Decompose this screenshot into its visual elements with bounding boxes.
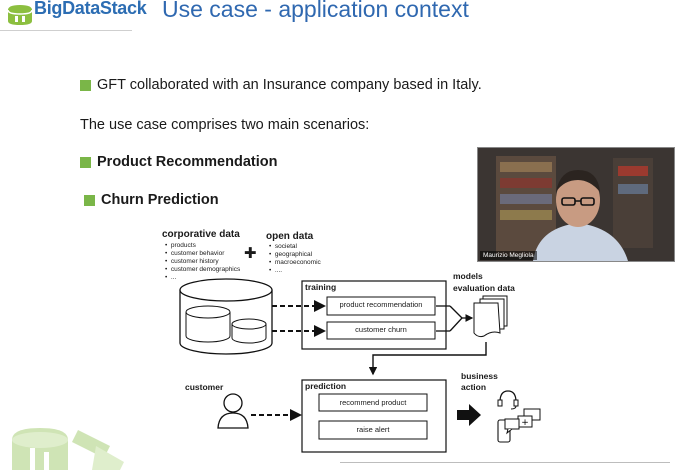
flow-line	[449, 317, 463, 332]
headset-icon	[497, 390, 519, 410]
customer-label: customer	[185, 382, 224, 392]
flow-arrow	[368, 342, 487, 376]
slide-title: Use case - application context	[162, 0, 469, 22]
intro-text: The use case comprises two main scenario…	[80, 117, 370, 133]
training-box-product-recommendation	[326, 296, 436, 316]
training-item-label: product recommendation	[339, 300, 423, 309]
customer-person-icon	[217, 393, 249, 429]
corporative-data-title: corporative data	[162, 229, 240, 240]
training-label: training	[305, 282, 337, 292]
business-label: business	[461, 371, 498, 381]
chat-bubbles-icon: +	[517, 408, 541, 428]
watermark-logo-icon	[12, 428, 124, 470]
participant-video-image	[478, 148, 674, 261]
scenario-2-text: Churn Prediction	[101, 192, 219, 208]
evaluation-data-label: evaluation data	[453, 283, 515, 293]
video-participant-tile[interactable]: Maurizio Megliola	[477, 147, 675, 262]
logo-text: BigDataStack	[34, 0, 147, 18]
svg-text:+: +	[521, 418, 529, 428]
bullet-marker	[80, 157, 91, 168]
plus-icon: ✚	[244, 245, 257, 262]
documents-stack-icon	[473, 295, 508, 338]
list-item: • societal	[269, 243, 297, 250]
training-box-customer-churn	[326, 321, 436, 340]
list-item: • macroeconomic	[269, 259, 321, 266]
list-item: • ....	[269, 267, 283, 274]
bullet-marker	[84, 195, 95, 206]
flow-line	[449, 305, 463, 319]
corporative-data-list: • products • customer behavior • custome…	[165, 242, 240, 282]
footer-divider	[340, 462, 670, 463]
prediction-container	[301, 379, 447, 453]
participant-name: Maurizio Megliola	[480, 251, 537, 260]
brand-logo: BigDataStack	[0, 0, 147, 31]
list-item: • products	[165, 242, 196, 249]
business-action-arrow-icon	[457, 404, 481, 426]
models-label: models	[453, 271, 483, 281]
prediction-box-recommend-product	[318, 393, 428, 412]
list-item: • customer history	[165, 258, 219, 265]
action-label: action	[461, 382, 487, 392]
bullet-marker	[80, 80, 91, 91]
logo-cylinder-icon	[7, 5, 33, 25]
list-item: • customer demographics	[165, 266, 241, 273]
scenario-1-text: Product Recommendation	[97, 154, 278, 170]
training-item-label: customer churn	[355, 325, 407, 334]
prediction-label: prediction	[305, 381, 347, 391]
database-cylinder-icon	[179, 278, 273, 355]
mobile-phone-icon	[497, 418, 520, 443]
prediction-item-label: raise alert	[356, 425, 390, 434]
list-item: • customer behavior	[165, 250, 225, 257]
bullet-text-1: GFT collaborated with an Insurance compa…	[97, 77, 482, 93]
list-item: • geographical	[269, 251, 313, 258]
prediction-box-raise-alert	[318, 420, 428, 440]
open-data-list: • societal • geographical • macroeconomi…	[269, 243, 321, 275]
prediction-item-label: recommend product	[339, 398, 407, 407]
open-data-title: open data	[266, 231, 314, 242]
list-item: • ...	[165, 274, 177, 281]
